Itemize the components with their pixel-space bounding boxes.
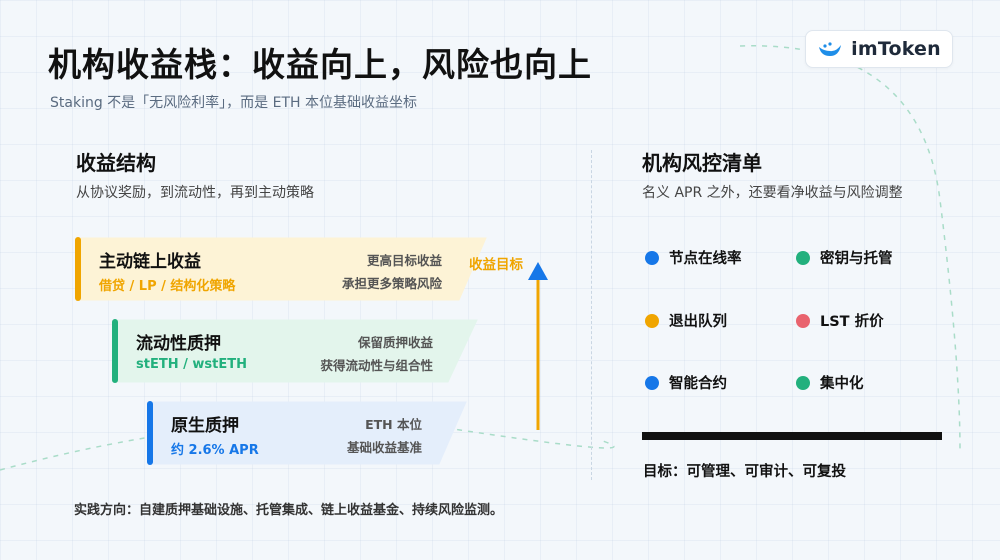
tier-note-secondary: 获得流动性与组合性 [320,358,433,373]
tier-native-bg [147,401,467,465]
risk-item-centralization: 集中化 [796,372,864,393]
risk-item-label: 密钥与托管 [820,251,893,267]
risk-checklist-subtitle: 名义 APR 之外，还要看净收益与风险调整 [642,185,903,201]
tier-liquid-staking: 流动性质押 stETH / wstETH 保留质押收益 获得流动性与组合性 [112,319,478,383]
bullet-dot-icon [796,250,810,265]
risk-item-label: 智能合约 [669,376,727,392]
risk-checklist-title: 机构风控清单 [642,151,762,175]
tier-note-secondary: 承担更多策略风险 [341,276,442,291]
yield-target-arrow-icon [528,262,548,430]
imtoken-logo: imToken [805,30,953,68]
risk-item-label: 集中化 [820,376,864,392]
bullet-dot-icon [645,375,659,390]
risk-item-label: 节点在线率 [669,251,742,267]
risk-item-label: LST 折价 [820,314,884,330]
tier-note-primary: 更高目标收益 [366,253,442,268]
yield-target-label: 收益目标 [469,257,523,273]
tier-note-primary: 保留质押收益 [357,335,433,350]
risk-item-exit-queue: 退出队列 [645,310,727,331]
yield-structure-subtitle: 从协议奖励，到流动性，再到主动策略 [76,185,314,201]
tier-note-secondary: 基础收益基准 [346,440,422,455]
risk-item-lst-discount: LST 折价 [796,310,884,331]
tier-active-bg [75,237,487,301]
practice-directions: 实践方向：自建质押基础设施、托管集成、链上收益基金、持续风险监测。 [74,503,504,518]
risk-item-key-custody: 密钥与托管 [796,247,893,268]
tier-note-primary: ETH 本位 [365,417,422,432]
risk-goal: 目标：可管理、可审计、可复投 [643,464,846,480]
tier-liquid-bg [112,319,478,383]
tier-tag: stETH / wstETH [136,357,247,372]
tier-active-onchain: 主动链上收益 借贷 / LP / 结构化策略 更高目标收益 承担更多策略风险 [75,237,487,301]
bullet-dot-icon [645,313,659,328]
page-title: 机构收益栈：收益向上，风险也向上 [48,45,592,84]
page-subtitle: Staking 不是「无风险利率」，而是 ETH 本位基础收益坐标 [50,95,417,111]
tier-tag: 借贷 / LP / 结构化策略 [99,279,236,294]
tier-name: 主动链上收益 [99,252,201,272]
risk-item-label: 退出队列 [669,314,727,330]
risk-item-smart-contract: 智能合约 [645,372,727,393]
tier-name: 流动性质押 [136,334,221,354]
tier-native-staking: 原生质押 约 2.6% APR ETH 本位 基础收益基准 [147,401,467,465]
logo-text: imToken [851,38,941,60]
imtoken-logo-icon [819,42,842,56]
risk-item-node-uptime: 节点在线率 [645,247,742,268]
tier-tag: 约 2.6% APR [171,443,259,458]
yield-structure-title: 收益结构 [76,151,156,175]
bullet-dot-icon [645,250,659,265]
section-divider [591,150,592,480]
risk-checklist-bar [642,432,942,440]
bullet-dot-icon [796,313,810,328]
bullet-dot-icon [796,375,810,390]
tier-name: 原生质押 [171,416,239,436]
